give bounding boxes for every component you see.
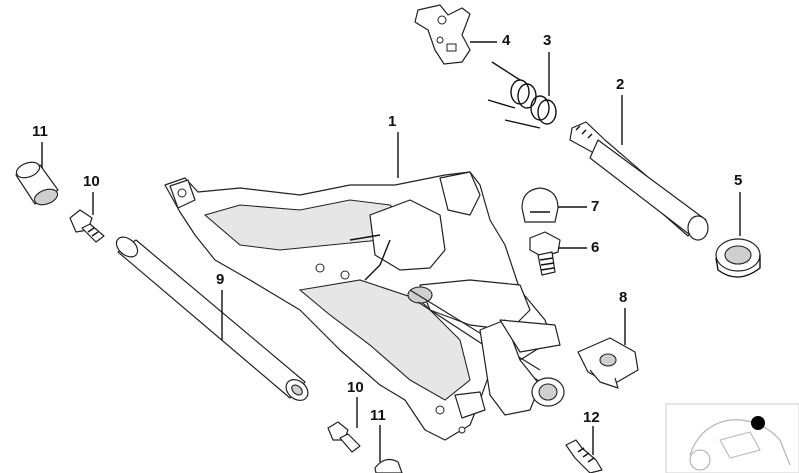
part-12-screw bbox=[565, 439, 603, 473]
part-10-bolt-bottom bbox=[327, 421, 361, 453]
callout-8: 8 bbox=[619, 289, 628, 306]
callout-7: 7 bbox=[591, 198, 600, 215]
callout-9: 9 bbox=[216, 271, 225, 288]
callout-10-bottom: 10 bbox=[347, 379, 364, 396]
location-marker-icon bbox=[751, 416, 765, 430]
callout-11-bottom: 11 bbox=[370, 407, 386, 424]
leader-lines bbox=[41, 41, 741, 462]
callout-2: 2 bbox=[616, 76, 625, 93]
part-8-clip-nut bbox=[577, 337, 639, 389]
callout-4: 4 bbox=[502, 32, 511, 49]
callout-6: 6 bbox=[591, 239, 600, 256]
part-6-bolt bbox=[529, 231, 561, 276]
callout-3: 3 bbox=[543, 32, 552, 49]
part-5-ring bbox=[715, 238, 761, 278]
part-2-shaft bbox=[569, 121, 709, 241]
part-1-bracket bbox=[164, 171, 565, 441]
part-10-bolt-top bbox=[69, 209, 105, 243]
locator-thumbnail bbox=[665, 403, 799, 473]
callout-1: 1 bbox=[388, 113, 397, 130]
part-11-sleeve-bottom bbox=[374, 458, 403, 473]
callout-11-top: 11 bbox=[32, 123, 48, 140]
part-7-cap-nut bbox=[521, 187, 559, 223]
part-3-spring bbox=[487, 61, 557, 129]
part-11-sleeve-top bbox=[15, 161, 59, 206]
callout-5: 5 bbox=[734, 172, 743, 189]
part-9-tube bbox=[115, 236, 309, 401]
callout-12: 12 bbox=[583, 409, 600, 426]
part-4-plate bbox=[414, 4, 471, 65]
callout-10-top: 10 bbox=[83, 173, 100, 190]
